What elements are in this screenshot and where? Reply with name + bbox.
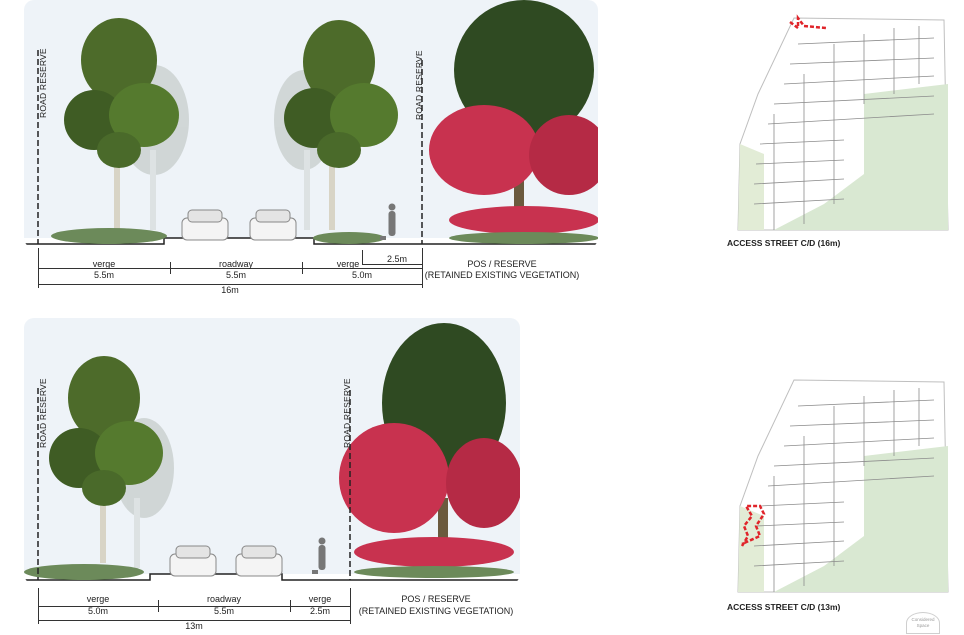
car-icon bbox=[169, 545, 217, 577]
eucalyptus-tree-icon bbox=[64, 18, 179, 230]
map-title-13m: ACCESS STREET C/D (13m) bbox=[727, 602, 841, 612]
segment-label: verge bbox=[92, 259, 116, 269]
shrub-icon bbox=[51, 228, 167, 244]
pos-label: POS / RESERVE bbox=[467, 259, 537, 269]
considered-space-stamp-icon: Considered Space bbox=[906, 612, 940, 634]
car-icon bbox=[235, 545, 283, 577]
total-width: 13m bbox=[185, 621, 203, 631]
segment-width: 5.5m bbox=[213, 606, 234, 616]
street-section-13m-illustration bbox=[24, 323, 520, 584]
segment-label: roadway bbox=[206, 594, 242, 604]
street-section-13m bbox=[24, 318, 520, 584]
footpath-width: 2.5m bbox=[386, 254, 407, 264]
street-section-16m bbox=[24, 0, 598, 248]
eucalyptus-tree-icon bbox=[284, 20, 398, 230]
shrub-icon bbox=[313, 232, 385, 244]
key-plan-map-13m bbox=[734, 376, 954, 596]
segment-label: verge bbox=[336, 259, 360, 269]
pos-sublabel: (RETAINED EXISTING VEGETATION) bbox=[424, 270, 580, 280]
pedestrian-icon bbox=[380, 203, 396, 240]
car-icon bbox=[181, 209, 229, 241]
pedestrian-icon bbox=[312, 537, 326, 574]
subdivision-map-icon bbox=[737, 379, 949, 593]
pos-label: POS / RESERVE bbox=[401, 594, 471, 604]
pos-sublabel: (RETAINED EXISTING VEGETATION) bbox=[358, 606, 514, 616]
segment-width: 5.5m bbox=[93, 270, 114, 280]
shrub-icon bbox=[24, 564, 144, 580]
retained-vegetation-icon bbox=[429, 0, 598, 244]
segment-label: roadway bbox=[218, 259, 254, 269]
street-section-16m-illustration bbox=[24, 0, 598, 248]
key-plan-map-16m bbox=[734, 14, 954, 234]
segment-width: 2.5m bbox=[309, 606, 330, 616]
eucalyptus-tree-icon bbox=[49, 356, 163, 563]
car-icon bbox=[249, 209, 297, 241]
map-title-16m: ACCESS STREET C/D (16m) bbox=[727, 238, 841, 248]
segment-width: 5.5m bbox=[225, 270, 246, 280]
segment-label: verge bbox=[308, 594, 332, 604]
road-reserve-label-left-16m: ROAD RESERVE bbox=[38, 48, 48, 118]
road-reserve-label-right-16m: ROAD RESERVE bbox=[414, 50, 424, 120]
segment-label: verge bbox=[86, 594, 110, 604]
road-reserve-label-right-13m: ROAD RESERVE bbox=[342, 378, 352, 448]
total-width: 16m bbox=[221, 285, 239, 295]
segment-width: 5.0m bbox=[351, 270, 372, 280]
subdivision-map-icon bbox=[737, 14, 949, 231]
road-reserve-label-left-13m: ROAD RESERVE bbox=[38, 378, 48, 448]
retained-vegetation-icon bbox=[339, 323, 520, 578]
segment-width: 5.0m bbox=[87, 606, 108, 616]
